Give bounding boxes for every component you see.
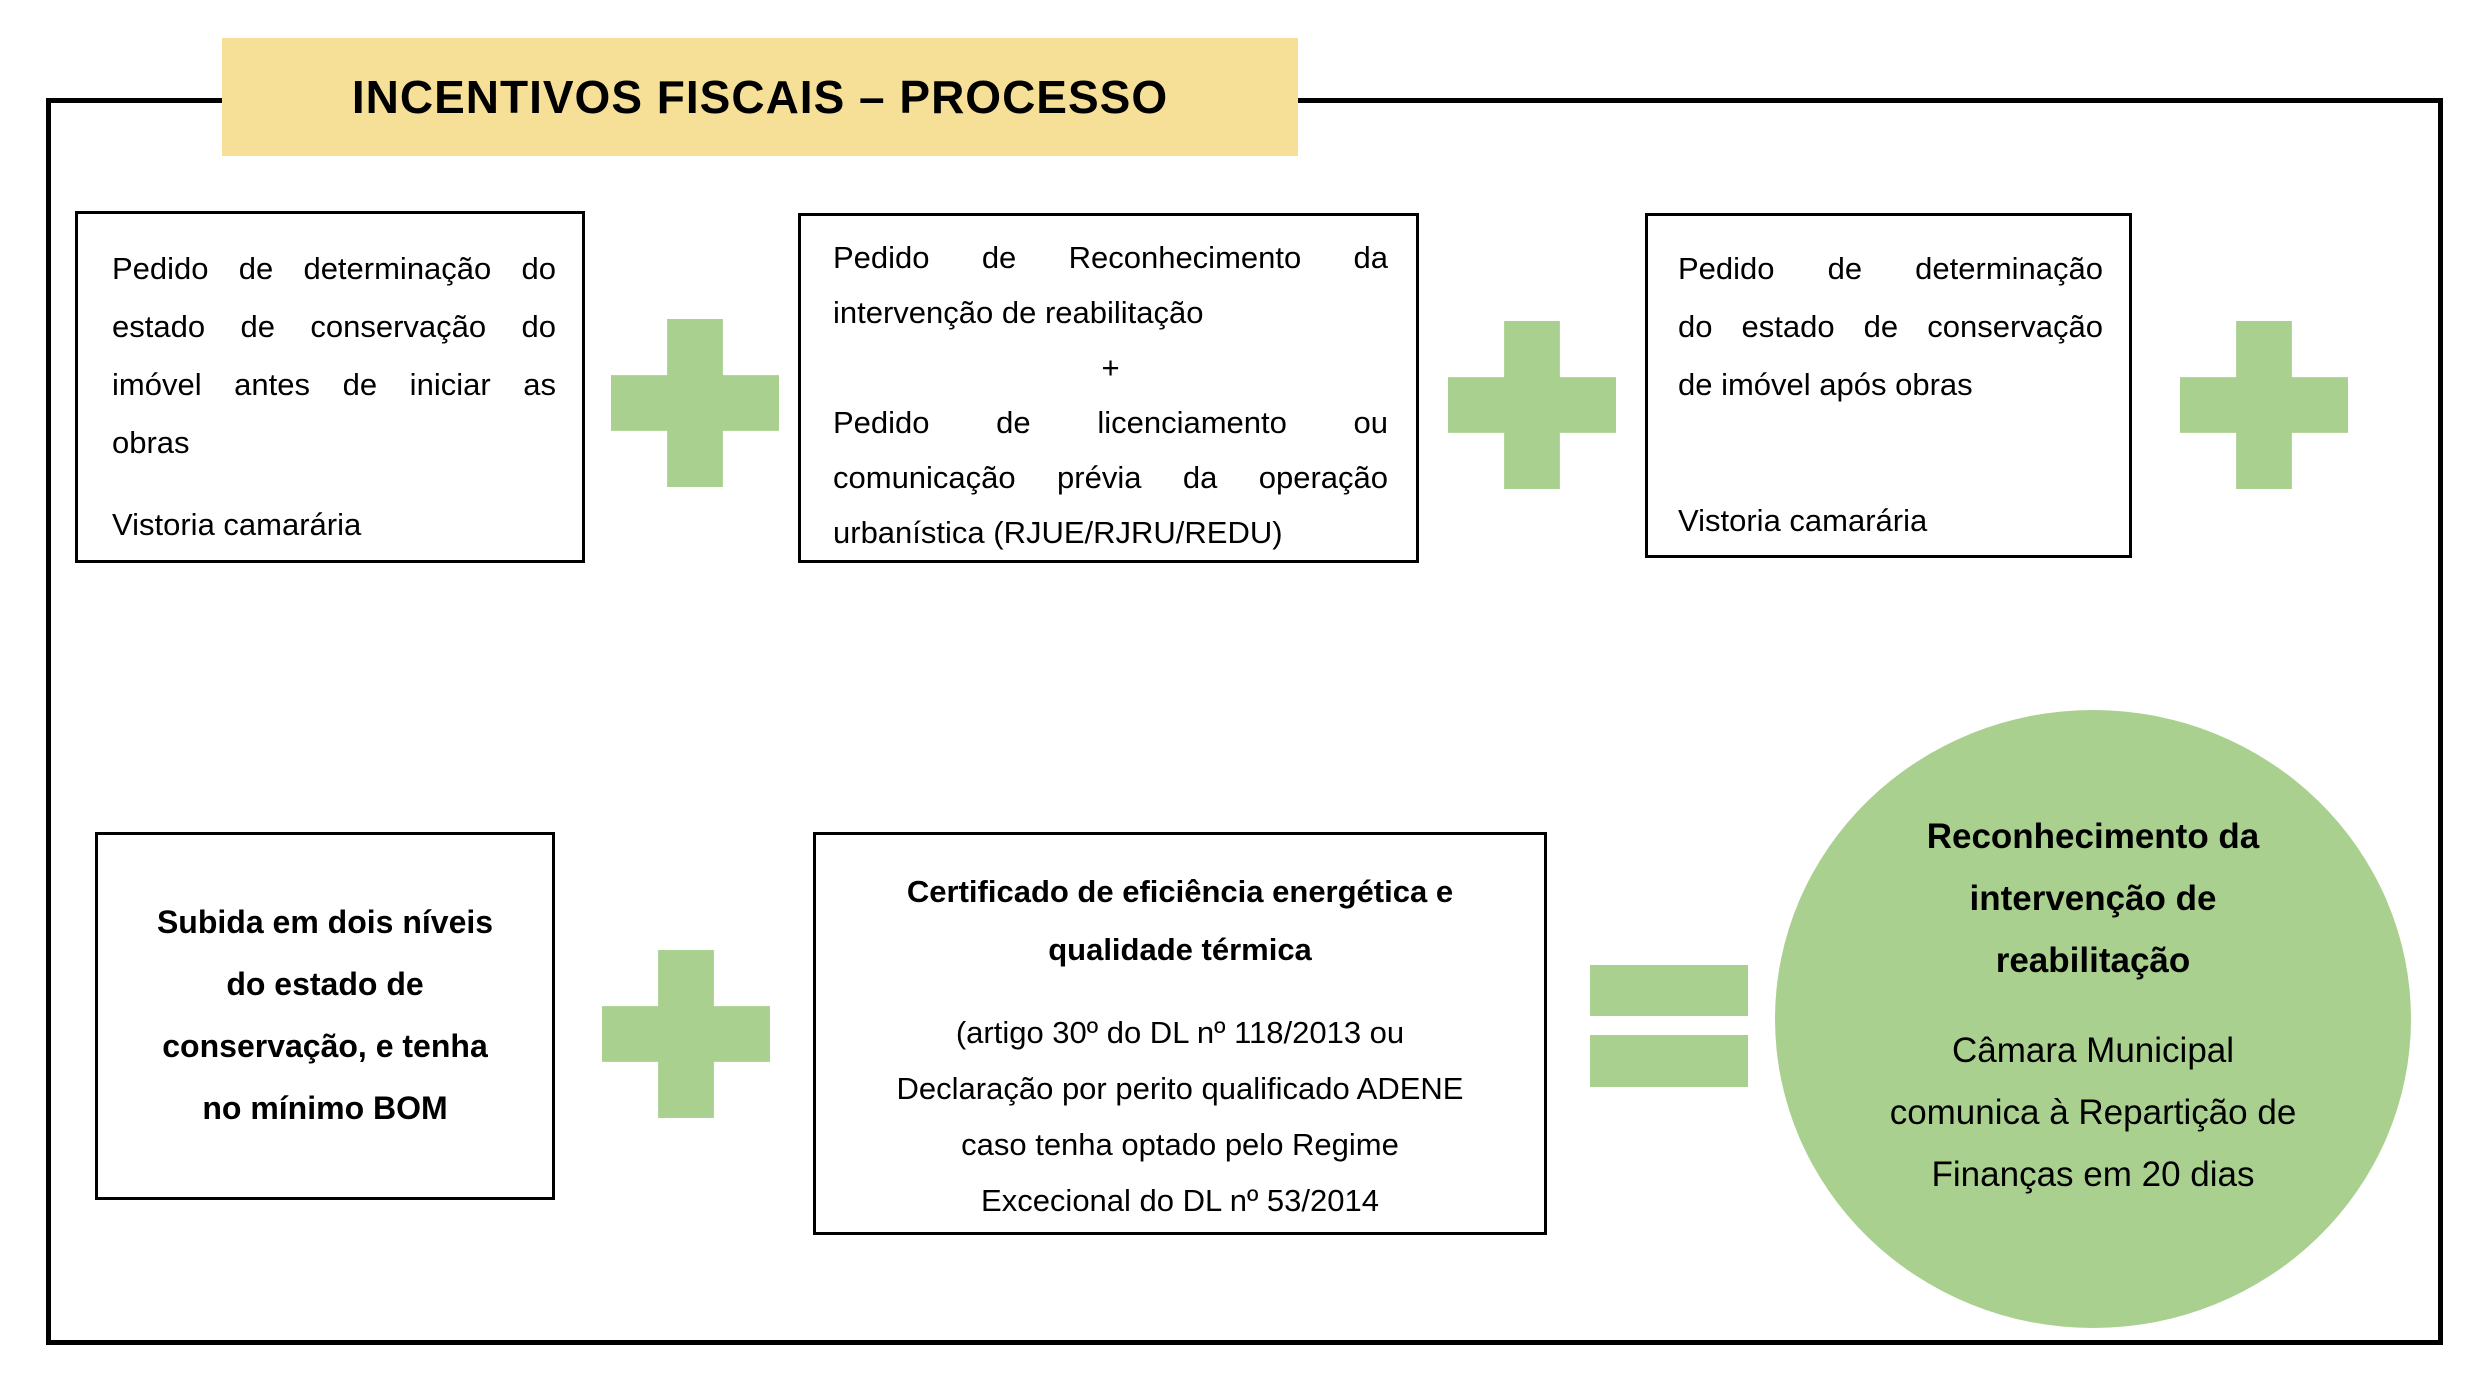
step2-plus-text: + — [1101, 350, 1120, 385]
box-pedido-estado-conservacao-antes: Pedido de determinação do estado de conse… — [75, 211, 585, 563]
text-line: Reconhecimento da — [1926, 817, 2260, 856]
box-pedido-estado-conservacao-apos: Pedido de determinação do estado de conse… — [1645, 213, 2132, 558]
text-line: Pedido de licenciamento ou — [833, 405, 1388, 440]
result-heading: Reconhecimento da intervenção de reabilita… — [1815, 806, 2371, 992]
step4-paragraph: Subida em dois níveis do estado de conserv… — [112, 891, 538, 1139]
equals-icon — [1590, 965, 1748, 1087]
step1-note: Vistoria camarária — [112, 507, 362, 542]
step3-note: Vistoria camarária — [1678, 503, 1928, 538]
text-line: estado de conservação do — [112, 309, 556, 344]
step2-paragraph-1: Pedido de Reconhecimento da intervenção d… — [833, 230, 1388, 340]
text-line: Câmara Municipal — [1951, 1031, 2235, 1070]
text-line: reabilitação — [1995, 941, 2191, 980]
text-line: conservação, e tenha — [162, 1028, 488, 1064]
text-line: Pedido de determinação — [1678, 251, 2103, 286]
text-line: qualidade térmica — [1048, 932, 1312, 967]
equals-bar — [1590, 965, 1748, 1016]
text-line: Finanças em 20 dias — [1931, 1155, 2255, 1194]
text-line: Pedido de Reconhecimento da — [833, 240, 1388, 275]
text-line: Declaração por perito qualificado ADENE — [896, 1071, 1464, 1106]
text-line: Pedido de determinação do — [112, 251, 556, 286]
step5-heading: Certificado de eficiência energética e qu… — [846, 863, 1514, 979]
result-body: Câmara Municipal comunica à Repartição de… — [1815, 1020, 2371, 1206]
text-line: de imóvel após obras — [1678, 367, 1973, 402]
text-line: imóvel antes de iniciar as — [112, 367, 556, 402]
step2-paragraph-2: Pedido de licenciamento ou comunicação pr… — [833, 395, 1388, 560]
text-line: intervenção de reabilitação — [833, 295, 1204, 330]
box-subida-dois-niveis: Subida em dois níveis do estado de conserv… — [95, 832, 555, 1200]
text-line: do estado de — [226, 966, 424, 1002]
box-pedido-reconhecimento: Pedido de Reconhecimento da intervenção d… — [798, 213, 1419, 563]
box-certificado-energetico: Certificado de eficiência energética e qu… — [813, 832, 1547, 1235]
text-line: Certificado de eficiência energética e — [906, 874, 1454, 909]
text-line: (artigo 30º do DL nº 118/2013 ou — [955, 1015, 1405, 1050]
circle-reconhecimento-resultado: Reconhecimento da intervenção de reabilita… — [1775, 710, 2411, 1328]
equals-bar — [1590, 1035, 1748, 1087]
title-banner: INCENTIVOS FISCAIS – PROCESSO — [222, 38, 1298, 156]
text-line: urbanística (RJUE/RJRU/REDU) — [833, 515, 1283, 550]
diagram-title: INCENTIVOS FISCAIS – PROCESSO — [351, 71, 1169, 123]
text-line: caso tenha optado pelo Regime — [961, 1127, 1399, 1162]
text-line: Subida em dois níveis — [156, 904, 494, 940]
step3-paragraph: Pedido de determinação do estado de conse… — [1678, 240, 2103, 414]
step1-paragraph: Pedido de determinação do estado de conse… — [112, 240, 556, 472]
text-line: no mínimo BOM — [202, 1090, 448, 1126]
text-line: do estado de conservação — [1678, 309, 2103, 344]
text-line: Excecional do DL nº 53/2014 — [981, 1183, 1379, 1218]
text-line: intervenção de — [1969, 879, 2217, 918]
text-line: obras — [112, 425, 190, 460]
step5-body: (artigo 30º do DL nº 118/2013 ou Declaraç… — [846, 1005, 1514, 1229]
text-line: comunicação prévia da operação — [833, 460, 1388, 495]
text-line: comunica à Repartição de — [1889, 1093, 2297, 1132]
